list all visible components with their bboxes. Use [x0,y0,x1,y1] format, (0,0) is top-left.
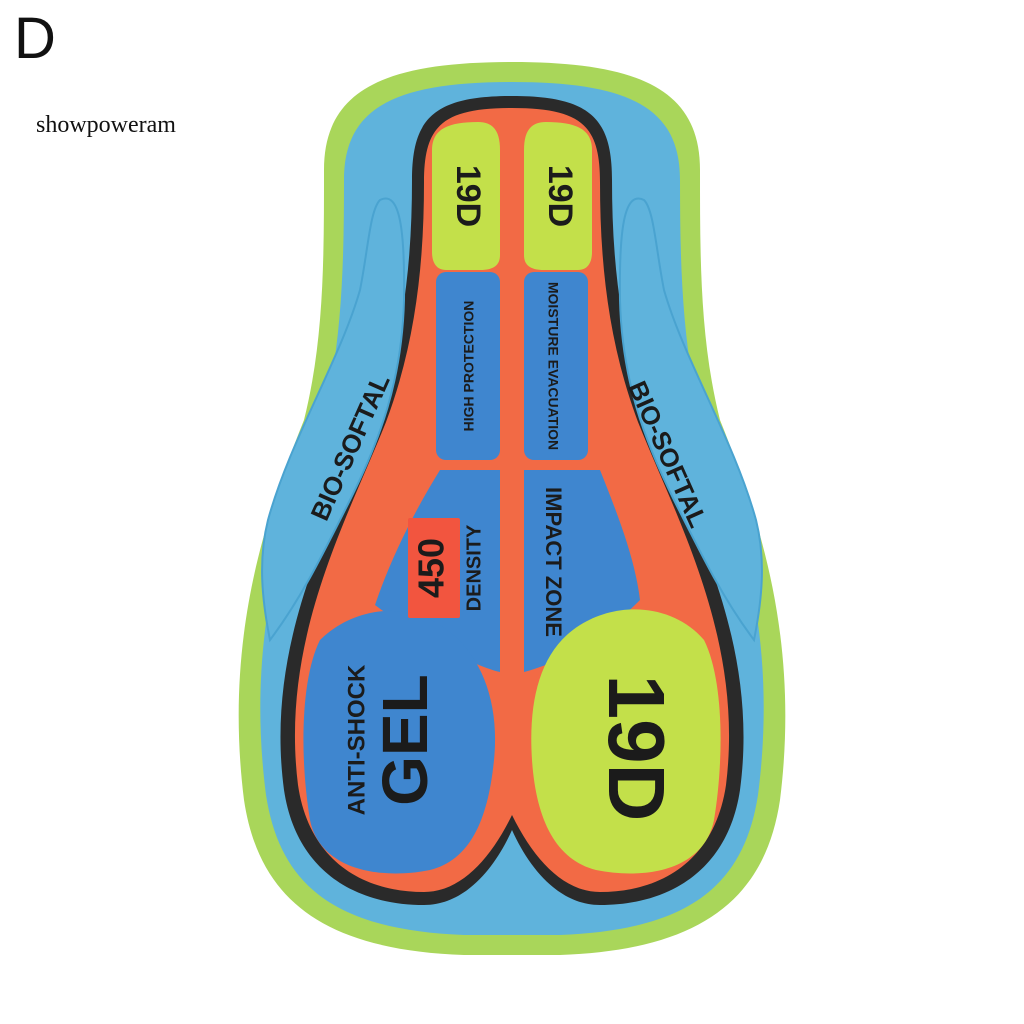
high-protection-label: HIGH PROTECTION [461,301,477,432]
density-number-label: 450 [411,538,452,598]
top-left-lime-panel [432,122,500,270]
gel-label: GEL [369,674,441,806]
big-19d-panel [531,609,721,874]
density-word-label: DENSITY [463,524,485,611]
moisture-evacuation-label: MOISTURE EVACUATION [545,282,561,450]
density-number-box [408,518,460,618]
brand-watermark: showpoweram [36,112,176,138]
big-19d-label: 19D [592,675,681,822]
anti-shock-label: ANTI-SHOCK [343,664,370,815]
bio-softal-left-band [261,197,406,643]
impact-zone-label: IMPACT ZONE [541,487,566,637]
top-right-lime-panel [524,122,592,270]
moisture-evacuation-panel [524,272,588,460]
anti-shock-gel-panel [303,610,496,874]
bio-softal-right-band [618,197,763,643]
corner-letter: D [14,6,56,71]
high-protection-panel [436,272,500,460]
top-left-19d-label: 19D [449,165,487,227]
top-right-19d-label: 19D [541,165,579,227]
